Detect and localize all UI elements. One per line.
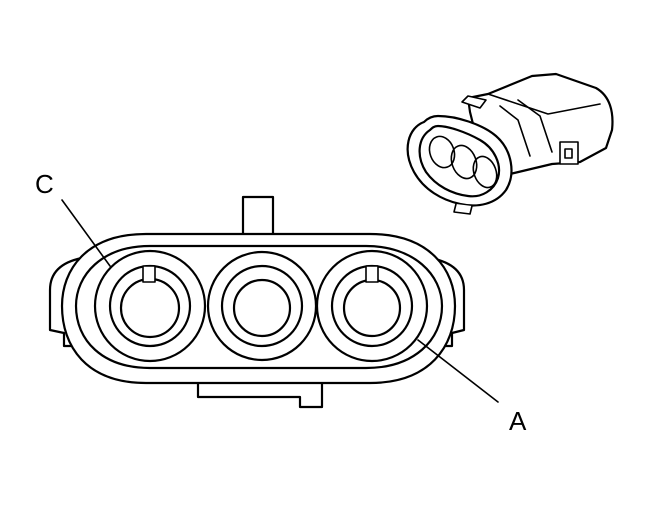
cavity-c-slot [142,265,156,283]
housing-inner-rim [74,244,444,370]
cavity-c-outer-ring [93,249,207,363]
connector-perspective-view [406,72,614,215]
perspective-front-face-inner [418,124,501,198]
perspective-side-latch-window [564,148,573,159]
cavity-a-pin-hole [342,278,402,338]
cavity-a-slot [365,265,379,283]
cavity-b-seal-ring [220,264,304,348]
perspective-bottom-tab [453,203,473,215]
leader-line-c [61,199,111,267]
perspective-cavity-2 [450,144,478,180]
perspective-cavity-3 [472,155,498,189]
callout-label-c: C [35,169,54,199]
perspective-cavity-1 [428,135,456,169]
terminal-cavity-c [93,249,207,363]
perspective-rib-2 [517,99,553,153]
callout-label-a: A [509,406,527,436]
top-lock-tab [241,195,275,236]
perspective-top-tab [461,95,487,109]
cavity-c-pin-hole [119,277,181,339]
perspective-rib-1 [499,105,531,157]
terminal-cavity-a [315,249,429,363]
perspective-top-ridge [487,93,601,115]
cavity-a-outer-ring [315,249,429,363]
leader-line-a [417,339,499,403]
cavity-b-pin-hole [232,278,292,338]
perspective-side-latch [559,141,579,165]
connector-face-view: C A [35,169,527,436]
